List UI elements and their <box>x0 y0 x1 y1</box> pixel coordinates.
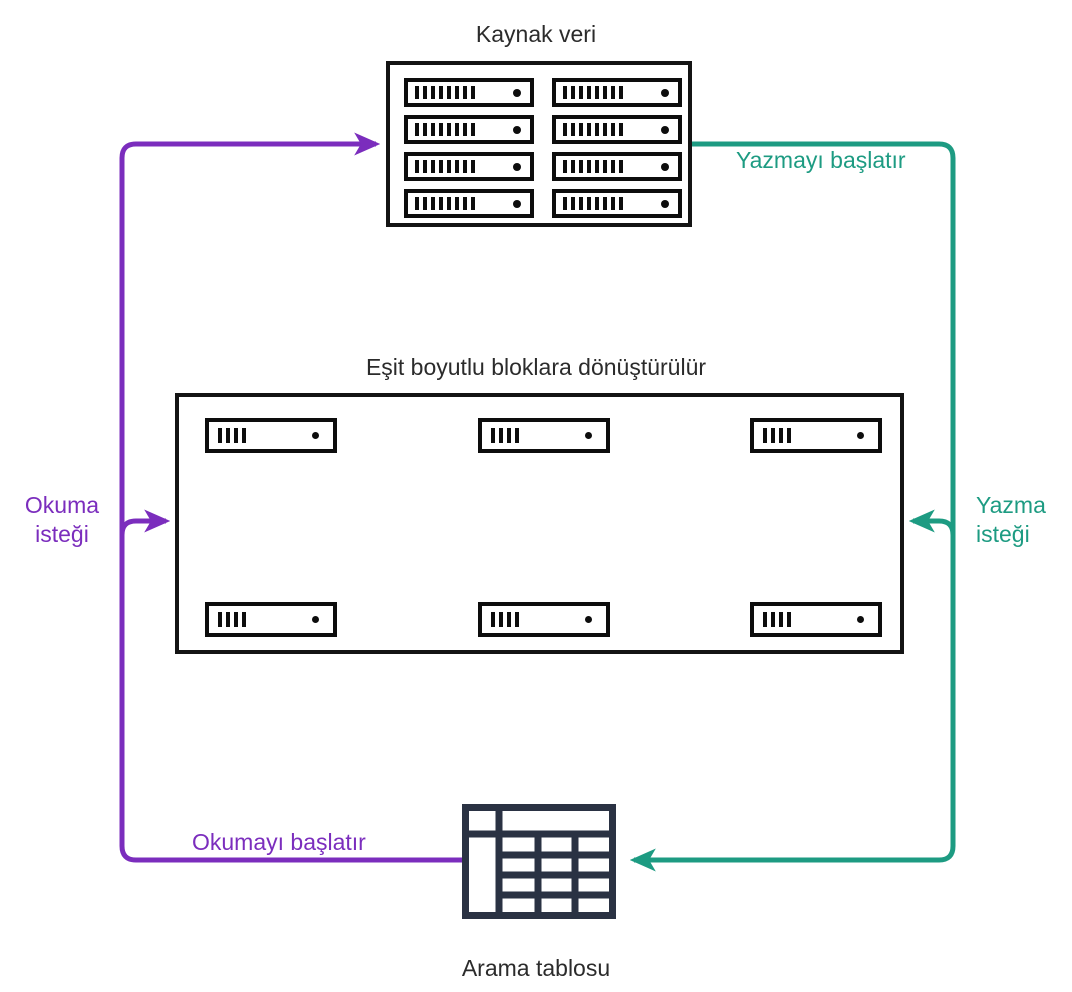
server-led-icon <box>661 162 669 171</box>
block-unit <box>205 418 337 453</box>
server-bars-icon <box>415 160 475 173</box>
blocks-caption: Eşit boyutlu bloklara dönüştürülür <box>365 354 707 380</box>
edge-start-write-path <box>629 141 956 872</box>
server-bars-icon <box>415 86 475 99</box>
table-grid-icon <box>462 804 616 919</box>
block-unit <box>750 418 882 453</box>
server-led-icon <box>661 199 669 208</box>
edge-start-read-path <box>119 132 462 863</box>
server-bars-icon <box>415 197 475 210</box>
server-unit <box>404 115 534 144</box>
start-write-label: Yazmayı başlatır <box>736 147 906 173</box>
source-data-box <box>386 61 692 227</box>
equal-blocks-box <box>175 393 904 654</box>
block-bars-icon <box>490 428 519 443</box>
server-unit <box>552 152 682 181</box>
server-led-icon <box>513 199 521 208</box>
server-unit <box>404 78 534 107</box>
block-led-icon <box>312 616 319 623</box>
server-bars-icon <box>563 160 623 173</box>
edge-read-request-path <box>119 509 171 536</box>
source-data-caption: Kaynak veri <box>475 21 597 47</box>
server-unit <box>552 115 682 144</box>
block-led-icon <box>584 616 592 623</box>
server-led-icon <box>661 125 669 134</box>
block-bars-icon <box>218 428 246 443</box>
server-bars-icon <box>563 86 623 99</box>
block-unit <box>477 418 610 453</box>
server-unit <box>404 189 534 218</box>
server-unit <box>552 78 682 107</box>
server-bars-icon <box>563 123 623 136</box>
edge-write-request-path <box>908 509 956 536</box>
server-bars-icon <box>563 197 623 210</box>
block-unit-grid <box>205 418 882 637</box>
block-unit <box>477 602 610 637</box>
start-read-label: Okumayı başlatır <box>192 829 366 855</box>
block-bars-icon <box>218 612 246 627</box>
server-led-icon <box>661 88 669 97</box>
block-led-icon <box>584 432 592 439</box>
block-unit <box>205 602 337 637</box>
block-bars-icon <box>763 612 791 627</box>
block-led-icon <box>857 616 864 623</box>
server-unit <box>552 189 682 218</box>
server-unit <box>404 152 534 181</box>
block-led-icon <box>312 432 319 439</box>
block-bars-icon <box>490 612 519 627</box>
lookup-table-caption: Arama tablosu <box>461 955 611 981</box>
block-bars-icon <box>763 428 791 443</box>
server-led-icon <box>513 125 521 134</box>
server-led-icon <box>513 88 521 97</box>
block-led-icon <box>857 432 864 439</box>
server-led-icon <box>513 162 521 171</box>
block-unit <box>750 602 882 637</box>
source-server-grid <box>404 78 682 218</box>
server-bars-icon <box>415 123 475 136</box>
